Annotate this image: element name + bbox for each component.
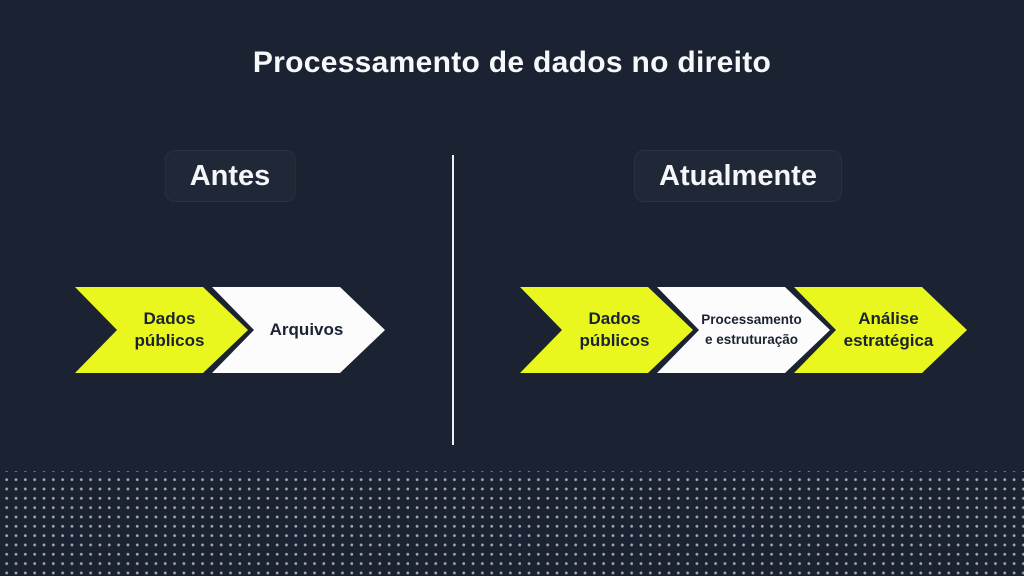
chevron-step-label: Processamento e estruturação bbox=[701, 311, 802, 347]
page-title: Processamento de dados no direito bbox=[252, 46, 772, 79]
chevron-step-label: Análise estratégica bbox=[843, 308, 934, 350]
chevron-step-dados-publicos-before: Dados públicos bbox=[75, 287, 248, 373]
section-heading-before: Antes bbox=[164, 150, 296, 202]
chevron-step-dados-publicos-current: Dados públicos bbox=[520, 287, 693, 373]
chevron-step-label: Arquivos bbox=[269, 319, 344, 339]
chevron-step-label: Dados públicos bbox=[134, 308, 205, 350]
decorative-dot-pattern bbox=[0, 471, 1024, 576]
vertical-divider bbox=[452, 155, 454, 445]
section-heading-current: Atualmente bbox=[634, 150, 842, 202]
chevron-step-label: Dados públicos bbox=[579, 308, 650, 350]
